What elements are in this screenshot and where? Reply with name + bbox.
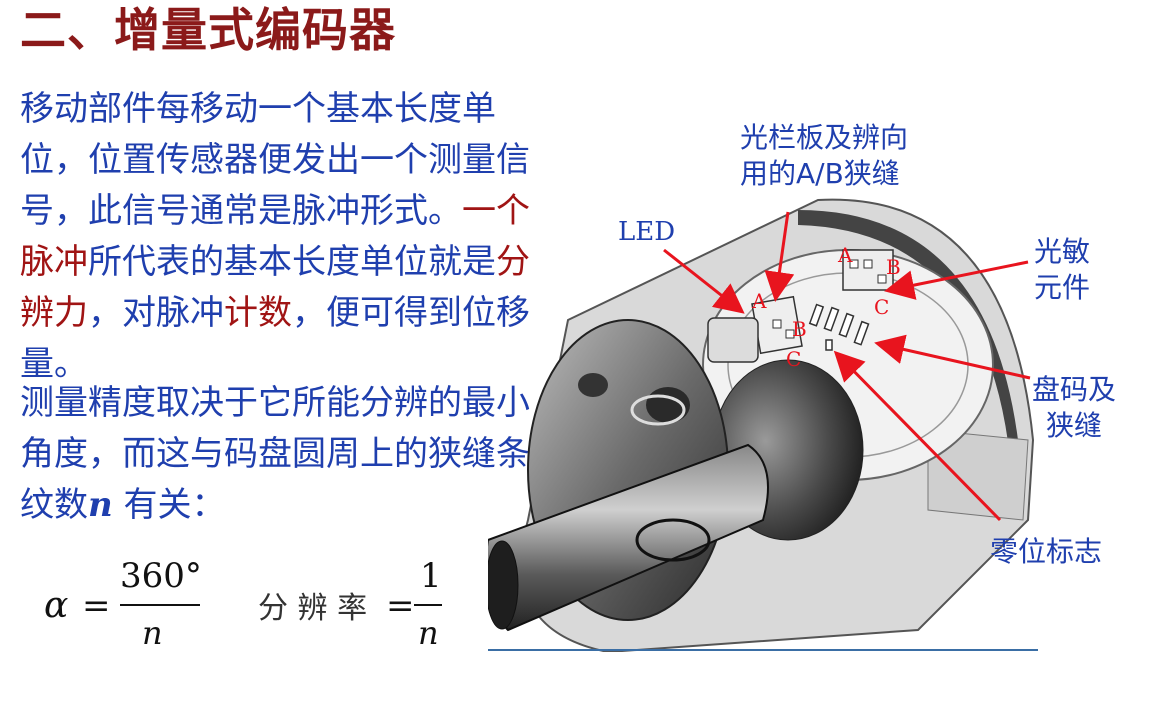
label-line: 元件 bbox=[1034, 270, 1090, 306]
label-photo-element: 光敏 元件 bbox=[1034, 234, 1090, 306]
label-grating: 光栏板及辨向 用的A/B狭缝 bbox=[740, 120, 908, 192]
label-line: 光敏 bbox=[1034, 234, 1090, 270]
arrow-led bbox=[664, 250, 740, 310]
arrow-disc bbox=[880, 344, 1030, 378]
arrow-zero bbox=[838, 355, 1000, 520]
label-code-disc: 盘码及 狭缝 bbox=[1032, 372, 1116, 444]
arrow-grating bbox=[776, 212, 788, 296]
label-line: 盘码及 bbox=[1032, 372, 1116, 408]
arrow-photo bbox=[890, 262, 1028, 290]
label-line: 狭缝 bbox=[1032, 408, 1116, 444]
label-line: 光栏板及辨向 bbox=[740, 120, 908, 156]
label-zero-mark: 零位标志 bbox=[990, 534, 1102, 570]
label-line: 用的A/B狭缝 bbox=[740, 156, 908, 192]
label-led: LED bbox=[618, 214, 675, 250]
